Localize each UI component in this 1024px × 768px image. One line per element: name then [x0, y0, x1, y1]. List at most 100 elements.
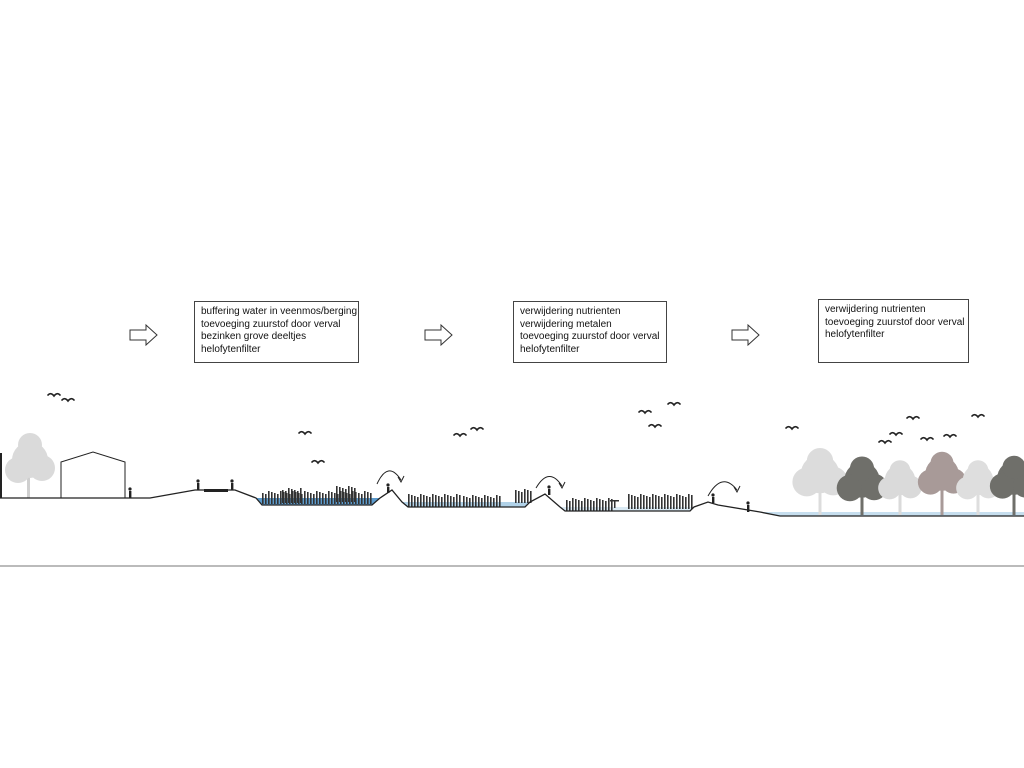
reed-icon — [679, 495, 681, 509]
reed-icon — [291, 489, 293, 503]
reed-icon — [450, 496, 452, 507]
reed-icon — [304, 491, 306, 504]
outflow-water — [760, 512, 1024, 516]
reed-icon — [599, 499, 601, 511]
reed-icon — [313, 494, 315, 504]
reed-icon — [342, 488, 344, 502]
bird-icon — [61, 397, 75, 403]
stage-2-line-3: toevoeging zuurstof door verval — [520, 331, 660, 342]
reed-icon — [265, 494, 267, 504]
tree-icon — [5, 433, 55, 498]
reed-icon — [459, 495, 461, 507]
reed-icon — [472, 495, 474, 507]
reed-icon — [569, 501, 571, 511]
reed-icon — [288, 488, 290, 503]
stage-2-description: verwijdering nutrienten verwijdering met… — [513, 301, 667, 363]
reed-icon — [581, 501, 583, 511]
reed-icon — [475, 496, 477, 507]
reed-icon — [285, 491, 287, 503]
reed-icon — [608, 498, 610, 511]
reed-icon — [518, 491, 520, 503]
building-icon — [60, 451, 126, 498]
reed-icon — [280, 491, 282, 504]
person-icon — [196, 479, 200, 490]
reed-icon — [478, 497, 480, 507]
person-icon — [230, 479, 234, 490]
reed-icon — [423, 495, 425, 507]
reed-icon — [676, 494, 678, 509]
reed-icon — [352, 491, 354, 504]
reed-icon — [593, 501, 595, 511]
building-edge — [0, 453, 2, 498]
stage-3-line-2: toevoeging zuurstof door verval — [825, 316, 965, 328]
reed-icon — [493, 498, 495, 507]
bird-icon — [943, 433, 957, 439]
reed-icon — [414, 496, 416, 507]
reed-icon — [667, 495, 669, 509]
reed-icon — [664, 494, 666, 509]
tree-icon — [836, 456, 888, 515]
reed-icon — [530, 491, 532, 503]
flow-curve-icon — [535, 476, 566, 490]
stage-1-line-2: toevoeging zuurstof door verval — [201, 318, 341, 330]
reed-icon — [346, 493, 348, 504]
reed-icon — [417, 497, 419, 507]
tree-icon — [792, 448, 848, 515]
reed-icon — [637, 497, 639, 509]
bird-icon — [667, 401, 681, 407]
reed-icon — [282, 490, 284, 503]
reed-icon — [605, 501, 607, 511]
bird-icon — [311, 459, 325, 465]
reed-icon — [643, 495, 645, 509]
tree-icon — [917, 451, 967, 515]
tree-icon — [878, 460, 922, 515]
reed-icon — [640, 494, 642, 509]
reed-icon — [438, 496, 440, 507]
tree-icon — [956, 460, 1000, 515]
reed-beds — [262, 486, 693, 511]
bird-icon — [453, 432, 467, 438]
reed-icon — [348, 486, 350, 502]
bird-icon — [906, 415, 920, 421]
bird-icon — [648, 423, 662, 429]
reed-icon — [634, 496, 636, 509]
stage-3-line-3: helofytenfilter — [825, 329, 885, 340]
reed-icon — [649, 497, 651, 509]
reed-icon — [336, 486, 338, 502]
reed-icon — [628, 494, 630, 509]
stage-3-description: verwijdering nutrienten toevoeging zuurs… — [818, 299, 969, 363]
reed-icon — [453, 497, 455, 507]
birds — [47, 392, 985, 465]
reed-icon — [361, 494, 363, 504]
reed-icon — [441, 497, 443, 507]
reed-icon — [354, 488, 356, 502]
process-arrow-icon — [424, 323, 453, 347]
bird-icon — [470, 426, 484, 432]
reed-icon — [646, 496, 648, 509]
reed-icon — [584, 498, 586, 511]
reed-icon — [307, 492, 309, 504]
reed-icon — [515, 490, 517, 503]
reed-icon — [610, 500, 619, 502]
reed-icon — [614, 500, 616, 508]
reed-icon — [297, 491, 299, 503]
reed-icon — [300, 488, 302, 503]
reed-icon — [611, 499, 613, 511]
reed-icon — [432, 494, 434, 507]
reed-icon — [301, 494, 303, 504]
person-icon — [128, 487, 132, 498]
reed-icon — [596, 498, 598, 511]
people — [128, 479, 750, 512]
reed-icon — [652, 494, 654, 509]
stage-1-description: buffering water in veenmos/berging toevo… — [194, 301, 359, 363]
reed-icon — [499, 496, 501, 507]
reed-icon — [339, 487, 341, 502]
trees-left — [5, 433, 55, 498]
reed-icon — [322, 493, 324, 504]
flow-curves — [376, 470, 741, 497]
reed-icon — [292, 491, 294, 504]
bird-icon — [971, 413, 985, 419]
reed-icon — [310, 493, 312, 504]
reed-icon — [268, 491, 270, 504]
reed-icon — [349, 494, 351, 504]
